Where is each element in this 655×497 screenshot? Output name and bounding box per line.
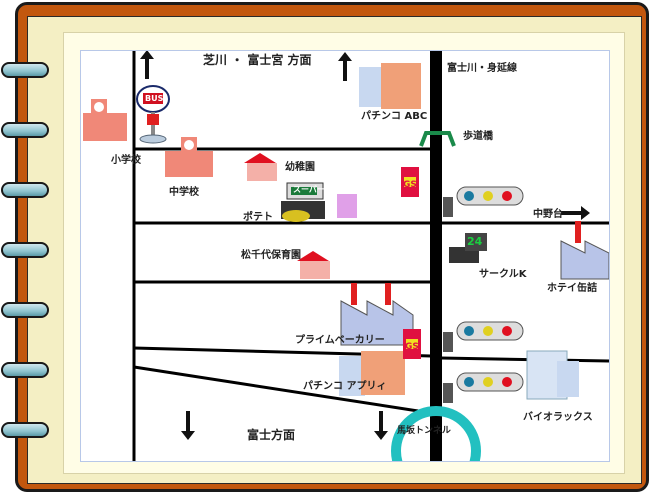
arrow-up-icon xyxy=(140,51,154,79)
place-label: 中野台 xyxy=(533,209,563,220)
house-icon xyxy=(244,153,277,181)
supermarket-icon xyxy=(281,182,325,222)
tunnel-icon xyxy=(391,406,481,461)
map-area: 芝川 ・ 富士宮 方面 富士方面 富士川・身延線 馬坂トンネル BUS 小学校 … xyxy=(80,50,610,462)
shop-icon xyxy=(337,194,357,218)
binder-ring xyxy=(1,120,57,140)
bus-stop-icon xyxy=(136,85,170,144)
gas-station-sign: GS xyxy=(405,342,419,352)
factory-icon xyxy=(560,221,609,280)
supermarket-sign: スーパー xyxy=(293,185,325,194)
arrow-up-icon xyxy=(338,52,352,81)
office-building-icon xyxy=(339,351,405,396)
binder-ring xyxy=(1,60,57,80)
convenience-store-icon xyxy=(449,233,487,263)
direction-south-label: 富士方面 xyxy=(247,428,296,442)
footbridge-icon xyxy=(419,131,456,147)
arrow-right-icon xyxy=(561,206,590,220)
place-label: プライムベーカリー xyxy=(295,335,385,346)
factory-icon xyxy=(340,283,414,346)
binder-ring xyxy=(1,180,57,200)
place-label: バイオラックス xyxy=(523,412,593,423)
place-label: ホテイ缶詰 xyxy=(547,283,597,294)
gas-station-icon xyxy=(401,167,419,197)
place-label: 中学校 xyxy=(169,187,199,198)
office-building-icon xyxy=(526,350,579,400)
arrow-down-icon xyxy=(374,411,388,440)
traffic-light-icon xyxy=(443,321,524,352)
place-label: 小学校 xyxy=(111,155,141,166)
gas-station-sign: GS xyxy=(403,180,417,190)
direction-north-label: 芝川 ・ 富士宮 方面 xyxy=(203,53,312,67)
gas-station-icon xyxy=(403,329,421,359)
circle-k-sign: 24 xyxy=(467,235,483,248)
office-building-icon xyxy=(359,63,421,109)
place-label: ポテト xyxy=(243,212,273,223)
place-label: パチンコ ABC xyxy=(361,111,428,122)
road xyxy=(440,356,609,363)
road-diagonal xyxy=(133,365,432,415)
school-building-icon xyxy=(165,137,213,177)
place-label: 歩道橋 xyxy=(463,131,493,142)
rail-line-label: 富士川・身延線 xyxy=(447,63,517,74)
bus-sign-text: BUS xyxy=(145,94,164,103)
place-label: パチンコ アプリィ xyxy=(303,381,387,392)
railway xyxy=(430,51,442,461)
binder-ring xyxy=(1,360,57,380)
house-icon xyxy=(297,251,330,279)
place-label: サークルK xyxy=(479,269,527,280)
binder-ring xyxy=(1,240,57,260)
binder-ring xyxy=(1,420,57,440)
place-label: 松千代保育園 xyxy=(241,250,301,261)
school-building-icon xyxy=(83,99,127,141)
tunnel-label: 馬坂トンネル xyxy=(397,426,451,436)
arrow-down-icon xyxy=(181,411,195,440)
traffic-light-icon xyxy=(443,372,524,403)
roads xyxy=(83,51,609,461)
binder-ring xyxy=(1,300,57,320)
place-label: 幼稚園 xyxy=(285,162,315,173)
traffic-light-icon xyxy=(443,186,524,217)
